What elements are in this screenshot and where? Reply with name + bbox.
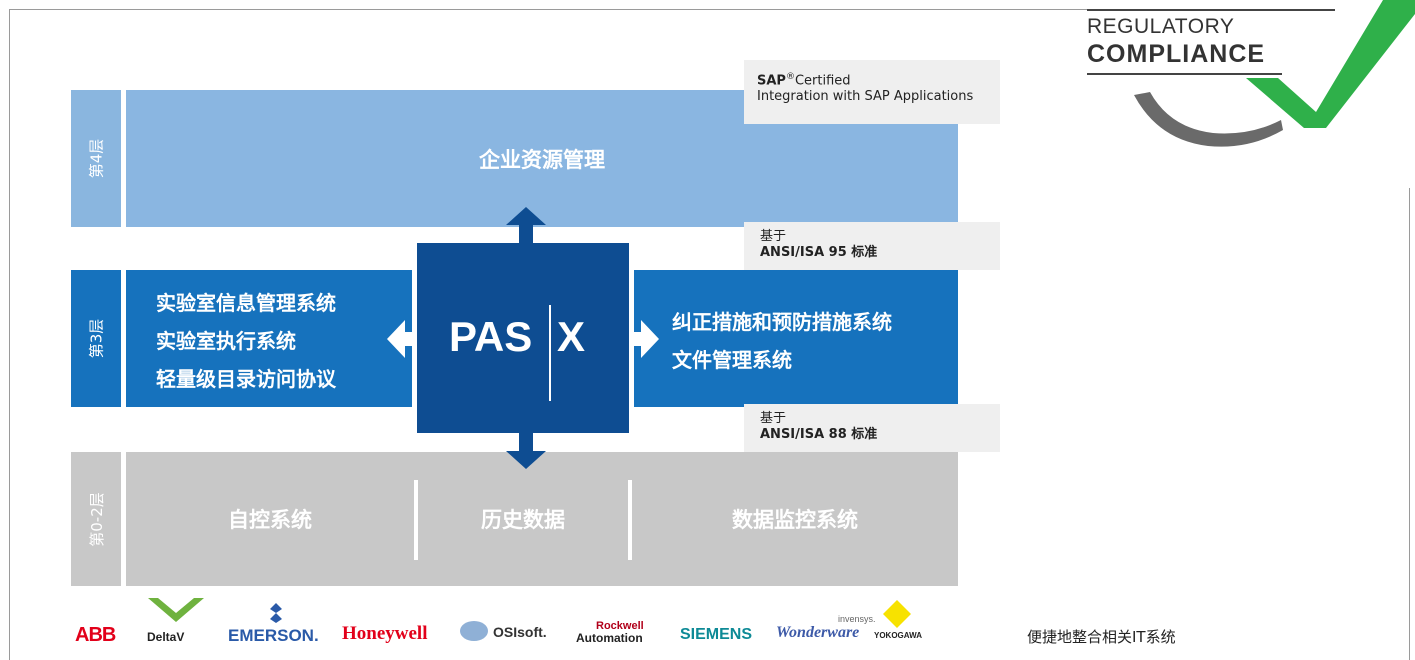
diagram-frame xyxy=(9,9,1309,660)
list-item: 实验室执行系统 xyxy=(156,329,296,353)
deltav-icon xyxy=(148,598,204,622)
tier02-section-scada: 数据监控系统 xyxy=(732,508,858,532)
pasx-core-box: PAS X xyxy=(417,243,629,433)
pasx-divider xyxy=(549,305,551,401)
sap-certified-note: SAP®Certified Integration with SAP Appli… xyxy=(744,60,1000,124)
tier4-label: 第4层 xyxy=(71,90,121,227)
arrow-down-icon xyxy=(506,433,546,469)
compliance-line1: REGULATORY xyxy=(1087,15,1235,38)
list-item: 纠正措施和预防措施系统 xyxy=(672,310,892,334)
regulatory-compliance-badge: REGULATORY COMPLIANCE xyxy=(1078,0,1415,160)
tier3-right-box: 纠正措施和预防措施系统 文件管理系统 xyxy=(634,270,958,407)
tier4-title: 企业资源管理 xyxy=(479,147,605,172)
tier02-box: 自控系统 历史数据 数据监控系统 xyxy=(126,452,958,586)
rockwell-logo-line2: Automation xyxy=(576,631,643,645)
isa88-note: 基于 ANSI/ISA 88 标准 xyxy=(744,404,1000,452)
tier02-label: 第0-2层 xyxy=(71,452,121,586)
tier02-section-historian: 历史数据 xyxy=(481,508,565,532)
sap-certified: Certified xyxy=(794,73,851,89)
yokogawa-logo: YOKOGAWA xyxy=(874,631,923,640)
pasx-left-text: PAS xyxy=(449,313,533,360)
wonderware-logo: Wonderware xyxy=(776,624,860,641)
invensys-logo: invensys. xyxy=(838,614,876,624)
tier3-label: 第3层 xyxy=(71,270,121,407)
arrow-left-icon xyxy=(387,320,420,358)
tier3-left-box: 实验室信息管理系统 实验室执行系统 轻量级目录访问协议 xyxy=(126,270,412,407)
checkmark-icon xyxy=(1134,0,1415,147)
osisoft-logo: OSIsoft. xyxy=(493,624,547,640)
abb-logo: ABB xyxy=(75,624,116,646)
siemens-logo: SIEMENS xyxy=(680,626,753,643)
list-item: 实验室信息管理系统 xyxy=(156,291,336,315)
tier02-section-control: 自控系统 xyxy=(228,508,312,532)
emerson-logo: EMERSON. xyxy=(228,626,319,645)
pasx-right-text: X xyxy=(557,313,586,360)
frame-right-line xyxy=(1409,188,1410,660)
tier02-divider xyxy=(414,480,418,560)
deltav-logo: DeltaV xyxy=(147,630,185,644)
isa95-line1: 基于 xyxy=(760,229,787,244)
isa95-line2: ANSI/ISA 95 标准 xyxy=(760,245,878,260)
tier3-left-list: 实验室信息管理系统 实验室执行系统 轻量级目录访问协议 xyxy=(156,284,336,398)
honeywell-logo: Honeywell xyxy=(342,623,428,644)
list-item: 轻量级目录访问协议 xyxy=(156,367,336,391)
osisoft-icon xyxy=(460,621,488,641)
integration-caption: 便捷地整合相关IT系统 xyxy=(1027,628,1176,646)
list-item: 文件管理系统 xyxy=(672,348,792,372)
tier3-right-list: 纠正措施和预防措施系统 文件管理系统 xyxy=(672,303,892,379)
compliance-line2: COMPLIANCE xyxy=(1087,40,1266,68)
sap-integration: Integration with SAP Applications xyxy=(757,89,974,105)
tier02-divider xyxy=(628,480,632,560)
sap-brand: SAP xyxy=(757,73,786,89)
arrow-right-icon xyxy=(630,320,659,358)
isa88-line2: ANSI/ISA 88 标准 xyxy=(760,427,878,442)
isa88-line1: 基于 xyxy=(760,411,787,426)
sap-reg-mark: ® xyxy=(785,72,795,82)
yokogawa-icon xyxy=(883,600,911,628)
badge-top-line xyxy=(1087,9,1335,11)
badge-mid-line xyxy=(1087,73,1282,75)
emerson-icon xyxy=(270,603,282,623)
arrow-up-icon xyxy=(506,207,546,243)
rockwell-logo-line1: Rockwell xyxy=(596,620,644,632)
isa95-note: 基于 ANSI/ISA 95 标准 xyxy=(744,222,1000,270)
